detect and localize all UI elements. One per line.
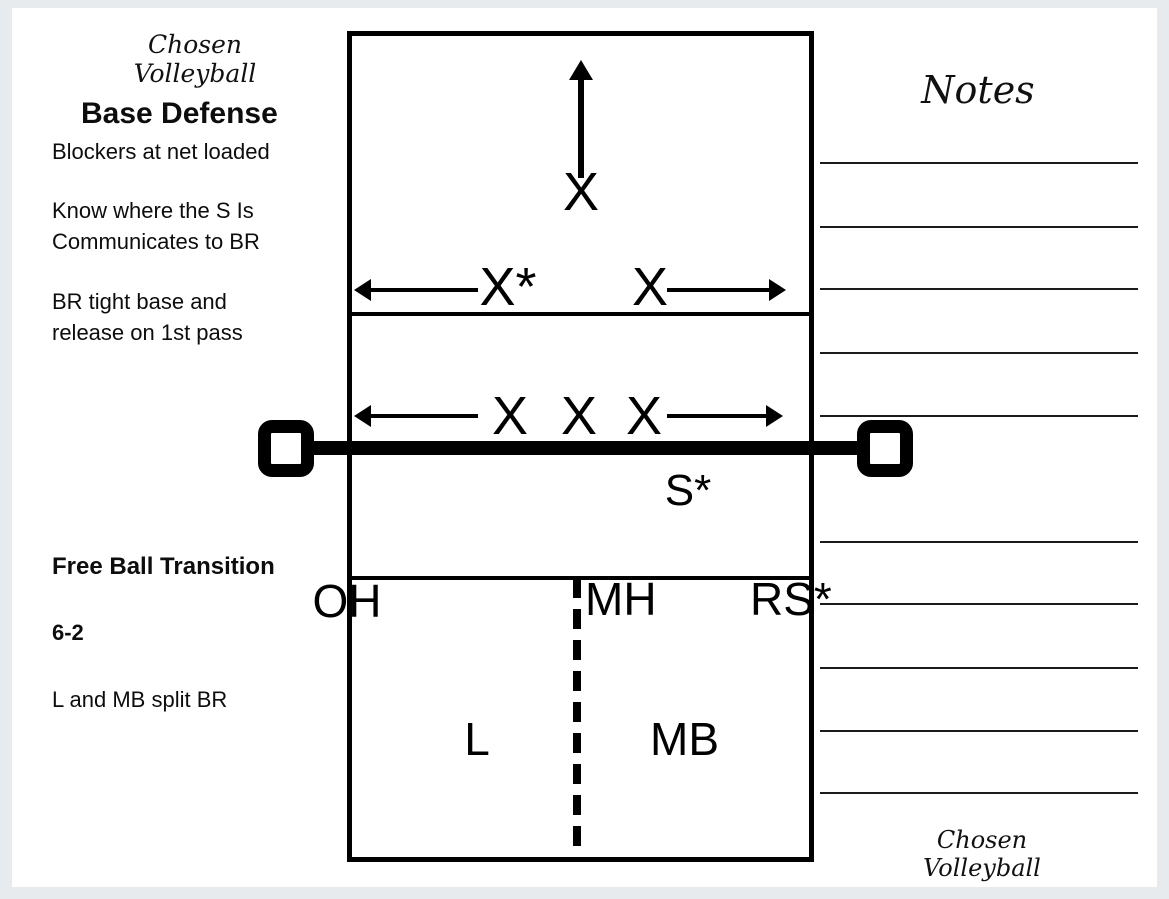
position-label-rs: RS*	[750, 573, 832, 625]
notes-line	[820, 667, 1138, 669]
arrow-right-shaft	[667, 288, 770, 292]
arrow-left-icon	[354, 279, 371, 301]
notes-line	[820, 226, 1138, 228]
notes-line	[820, 541, 1138, 543]
blocker-marker-3: X	[625, 386, 663, 446]
page-title: Base Defense	[81, 97, 278, 130]
brand-logo-top: Chosen Volleyball	[133, 30, 257, 88]
brand-logo-bottom: Chosen Volleyball	[923, 826, 1041, 882]
notes-line	[820, 352, 1138, 354]
notes-line	[820, 162, 1138, 164]
arrow-right-icon	[769, 279, 786, 301]
position-label-mb: MB	[650, 713, 719, 765]
notes-line	[820, 288, 1138, 290]
arrow-left-shaft	[368, 414, 478, 418]
arrow-left-shaft	[368, 288, 478, 292]
notes-line	[820, 730, 1138, 732]
arrow-left-icon	[354, 405, 371, 427]
position-label-libero: L	[464, 713, 490, 765]
coaching-point-1-line-2: Communicates to BR	[52, 229, 260, 254]
player-marker-back-attacker: X	[562, 162, 600, 222]
notes-line	[820, 415, 1138, 417]
subtitle-text: Blockers at net loaded	[52, 139, 270, 164]
arrow-right-shaft	[667, 414, 768, 418]
arrow-right-icon	[766, 405, 783, 427]
arrow-up-shaft	[578, 78, 584, 178]
court-center-dashed-line	[573, 578, 581, 860]
net-post-left-icon	[258, 420, 314, 477]
setter-marker: S*	[664, 466, 712, 515]
attack-line-top	[347, 312, 814, 316]
section-title-free-ball: Free Ball Transition	[52, 553, 275, 580]
player-marker-x-star: X*	[479, 257, 537, 317]
coaching-point-2-line-2: release on 1st pass	[52, 320, 243, 345]
notes-line	[820, 792, 1138, 794]
notes-line	[820, 603, 1138, 605]
blocker-marker-1: X	[491, 386, 529, 446]
coaching-point-2: BR tight base and release on 1st pass	[52, 286, 243, 348]
coaching-point-2-line-1: BR tight base and	[52, 289, 227, 314]
free-ball-note: L and MB split BR	[52, 687, 228, 712]
arrow-up-icon	[569, 60, 593, 80]
blocker-marker-2: X	[560, 386, 598, 446]
formation-label: 6-2	[52, 620, 84, 645]
notes-heading: Notes	[921, 68, 1035, 112]
position-label-oh: OH	[312, 575, 382, 627]
net-bar	[298, 441, 872, 455]
player-marker-x: X	[631, 257, 669, 317]
net-post-right-icon	[857, 420, 913, 477]
coaching-point-1: Know where the S Is Communicates to BR	[52, 195, 260, 257]
position-label-mh: MH	[585, 573, 657, 625]
coaching-point-1-line-1: Know where the S Is	[52, 198, 254, 223]
